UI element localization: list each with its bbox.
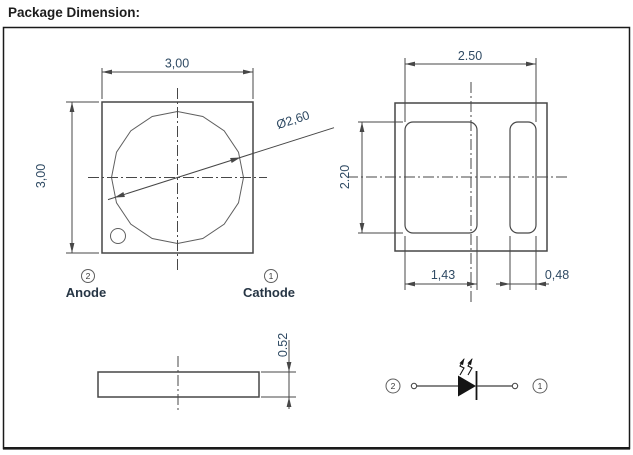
top-width-label: 3,00 [165,57,189,71]
terminal2-number: 2 [391,381,396,391]
pin1-number: 1 [269,271,274,281]
diameter-arrow-left [114,191,125,198]
anode-pad-extension-lines [404,236,478,290]
pin1-indicator-circle [110,228,126,244]
pads-span-extension-lines [404,58,537,122]
terminal2-node [410,382,418,390]
anode-label: Anode [66,285,106,300]
light-arrow-1-head [459,358,465,366]
pin1-number-circle [264,269,278,283]
left-height-label: 3,00 [34,164,48,188]
diameter-arrow-right [230,157,241,164]
diameter-leader-line [107,127,335,201]
side-view: 0.52 [97,333,296,413]
top-view: Ø2,60 3,00 3,00 2 Anode 1 Cathode [34,57,335,300]
pin2-number: 2 [86,271,91,281]
thickness-extension-lines [261,371,296,398]
terminal2-number-circle [385,378,401,394]
led-schematic: 2 1 [385,358,548,400]
light-arrow-2-head [467,358,473,366]
pad-height-extension-lines [358,121,403,234]
cathode-pad-extension-lines [509,236,537,290]
cathode-label: Cathode [243,285,295,300]
terminal1-node [511,382,519,390]
cathode-pad-width-label: 0,48 [545,268,569,282]
terminal1-number: 1 [538,381,543,391]
back-view: 2.50 2.20 1,43 0,48 [338,49,569,303]
pad-height-label: 2.20 [338,165,352,189]
diode-triangle [458,375,476,397]
thickness-label: 0.52 [276,333,290,357]
pads-span-label: 2.50 [458,49,482,63]
lens-diameter-label: Ø2,60 [275,108,312,132]
anode-pad-width-label: 1,43 [431,268,455,282]
pin2-number-circle [81,269,95,283]
section-title: Package Dimension: [8,5,140,20]
terminal1-number-circle [532,378,548,394]
